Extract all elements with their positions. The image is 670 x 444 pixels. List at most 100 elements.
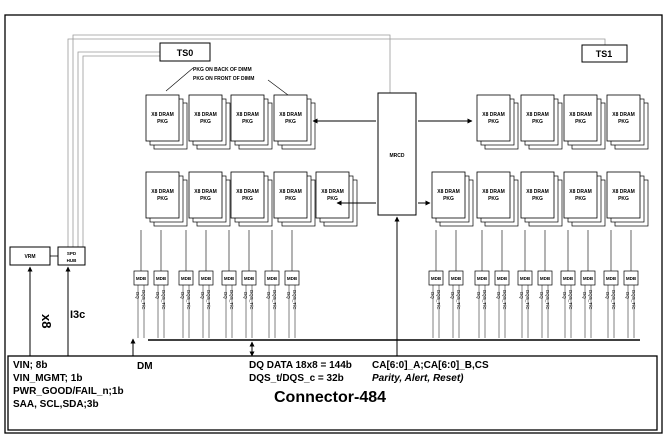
mdb-box [428,270,444,286]
dram-label-line2: PKG [157,119,168,125]
dqs-pin-label: DQS_T/C [206,290,211,310]
dqs-pin-label: DQS_T/C [272,290,277,310]
dqs-pin-label: DQS_T/C [186,290,191,310]
dm-label: DM [137,361,153,372]
ca-subline: Parity, Alert, Reset) [372,373,464,384]
dram-label-line1: X8 DRAM [437,189,460,195]
dq-pin-label: DQ [450,292,455,299]
dram-label-line1: X8 DRAM [612,112,635,118]
dram-label-line1: X8 DRAM [569,112,592,118]
mdb-label: MDB [267,276,278,281]
dram-label-line2: PKG [575,119,586,125]
mdb-label: MDB [156,276,167,281]
dq-pin-label: DQ [496,292,501,299]
dqs-pin-label: DQS_T/C [249,290,254,310]
mdb-box [198,270,214,286]
dram-front-layer [188,171,223,219]
mdb-label: MDB [244,276,255,281]
dram-label-line1: X8 DRAM [151,112,174,118]
connector-484: VIN; 8b VIN_MGMT; 1b PWR_GOOD/FAIL_n;1b … [7,355,658,431]
dram-front-layer [476,171,511,219]
mdb-label: MDB [520,276,531,281]
dqs-pin-label: DQS_T/C [611,290,616,310]
pkg-back-callout: PKG ON BACK OF DIMM [193,67,252,73]
mdb-box [517,270,533,286]
connector-line-1: VIN_MGMT; 1b [13,373,82,384]
vrm-label: VRM [24,254,35,260]
dqs-pin-label: DQS_T/C [456,290,461,310]
mdb-label: MDB [477,276,488,281]
mdb-label: MDB [606,276,617,281]
dram-front-layer [273,171,308,219]
dq-pin-label: DQ [180,292,185,299]
ts0-label: TS0 [177,48,194,58]
mrcd-label: MRCD [390,153,405,159]
mdb-label: MDB [451,276,462,281]
dram-label-line1: X8 DRAM [279,189,302,195]
dram-label-line2: PKG [285,119,296,125]
dram-label-line1: X8 DRAM [236,112,259,118]
dram-front-layer [606,94,641,142]
dram-label-line1: X8 DRAM [482,189,505,195]
mdb-box [474,270,490,286]
connector-title: Connector-484 [274,389,386,406]
dq-pin-label: DQ [200,292,205,299]
dq-pin-label: DQ [430,292,435,299]
mdb-box [623,270,639,286]
dqs-pin-label: DQS_T/C [436,290,441,310]
mdb-box [448,270,464,286]
dram-front-layer [315,171,350,219]
dram-label-line2: PKG [200,119,211,125]
dram-front-layer [145,94,180,142]
dram-front-layer [230,94,265,142]
dram-label-line1: X8 DRAM [612,189,635,195]
mdb-box [133,270,149,286]
dram-label-line2: PKG [575,196,586,202]
mdb-box [537,270,553,286]
connector-line-3: SAA, SCL,SDA;3b [13,399,99,410]
dqs-pin-label: DQS_T/C [568,290,573,310]
dq-pin-label: DQ [286,292,291,299]
mdb-box [284,270,300,286]
temp-sensor-ts0: TS0 [159,42,211,62]
mdb-box [494,270,510,286]
dram-label-line2: PKG [618,196,629,202]
main-data-bus [130,338,640,357]
x8-bus-label: x8 [39,314,54,328]
mdb-label: MDB [224,276,235,281]
dram-label-line2: PKG [327,196,338,202]
dram-label-line2: PKG [532,119,543,125]
dqs-pin-label: DQS_T/C [141,290,146,310]
mdb-box [178,270,194,286]
dq-pin-label: DQ [625,292,630,299]
dqs-pin-label: DQS_T/C [502,290,507,310]
mdb-box [580,270,596,286]
dram-label-line1: X8 DRAM [526,112,549,118]
dram-label-line1: X8 DRAM [279,112,302,118]
dram-label-line2: PKG [443,196,454,202]
dq-pin-label: DQ [562,292,567,299]
dram-label-line1: X8 DRAM [194,189,217,195]
connector-line-0: VIN; 8b [13,360,47,371]
module-border [4,14,663,434]
vrm-block: VRM [9,246,51,266]
mdb-box [241,270,257,286]
